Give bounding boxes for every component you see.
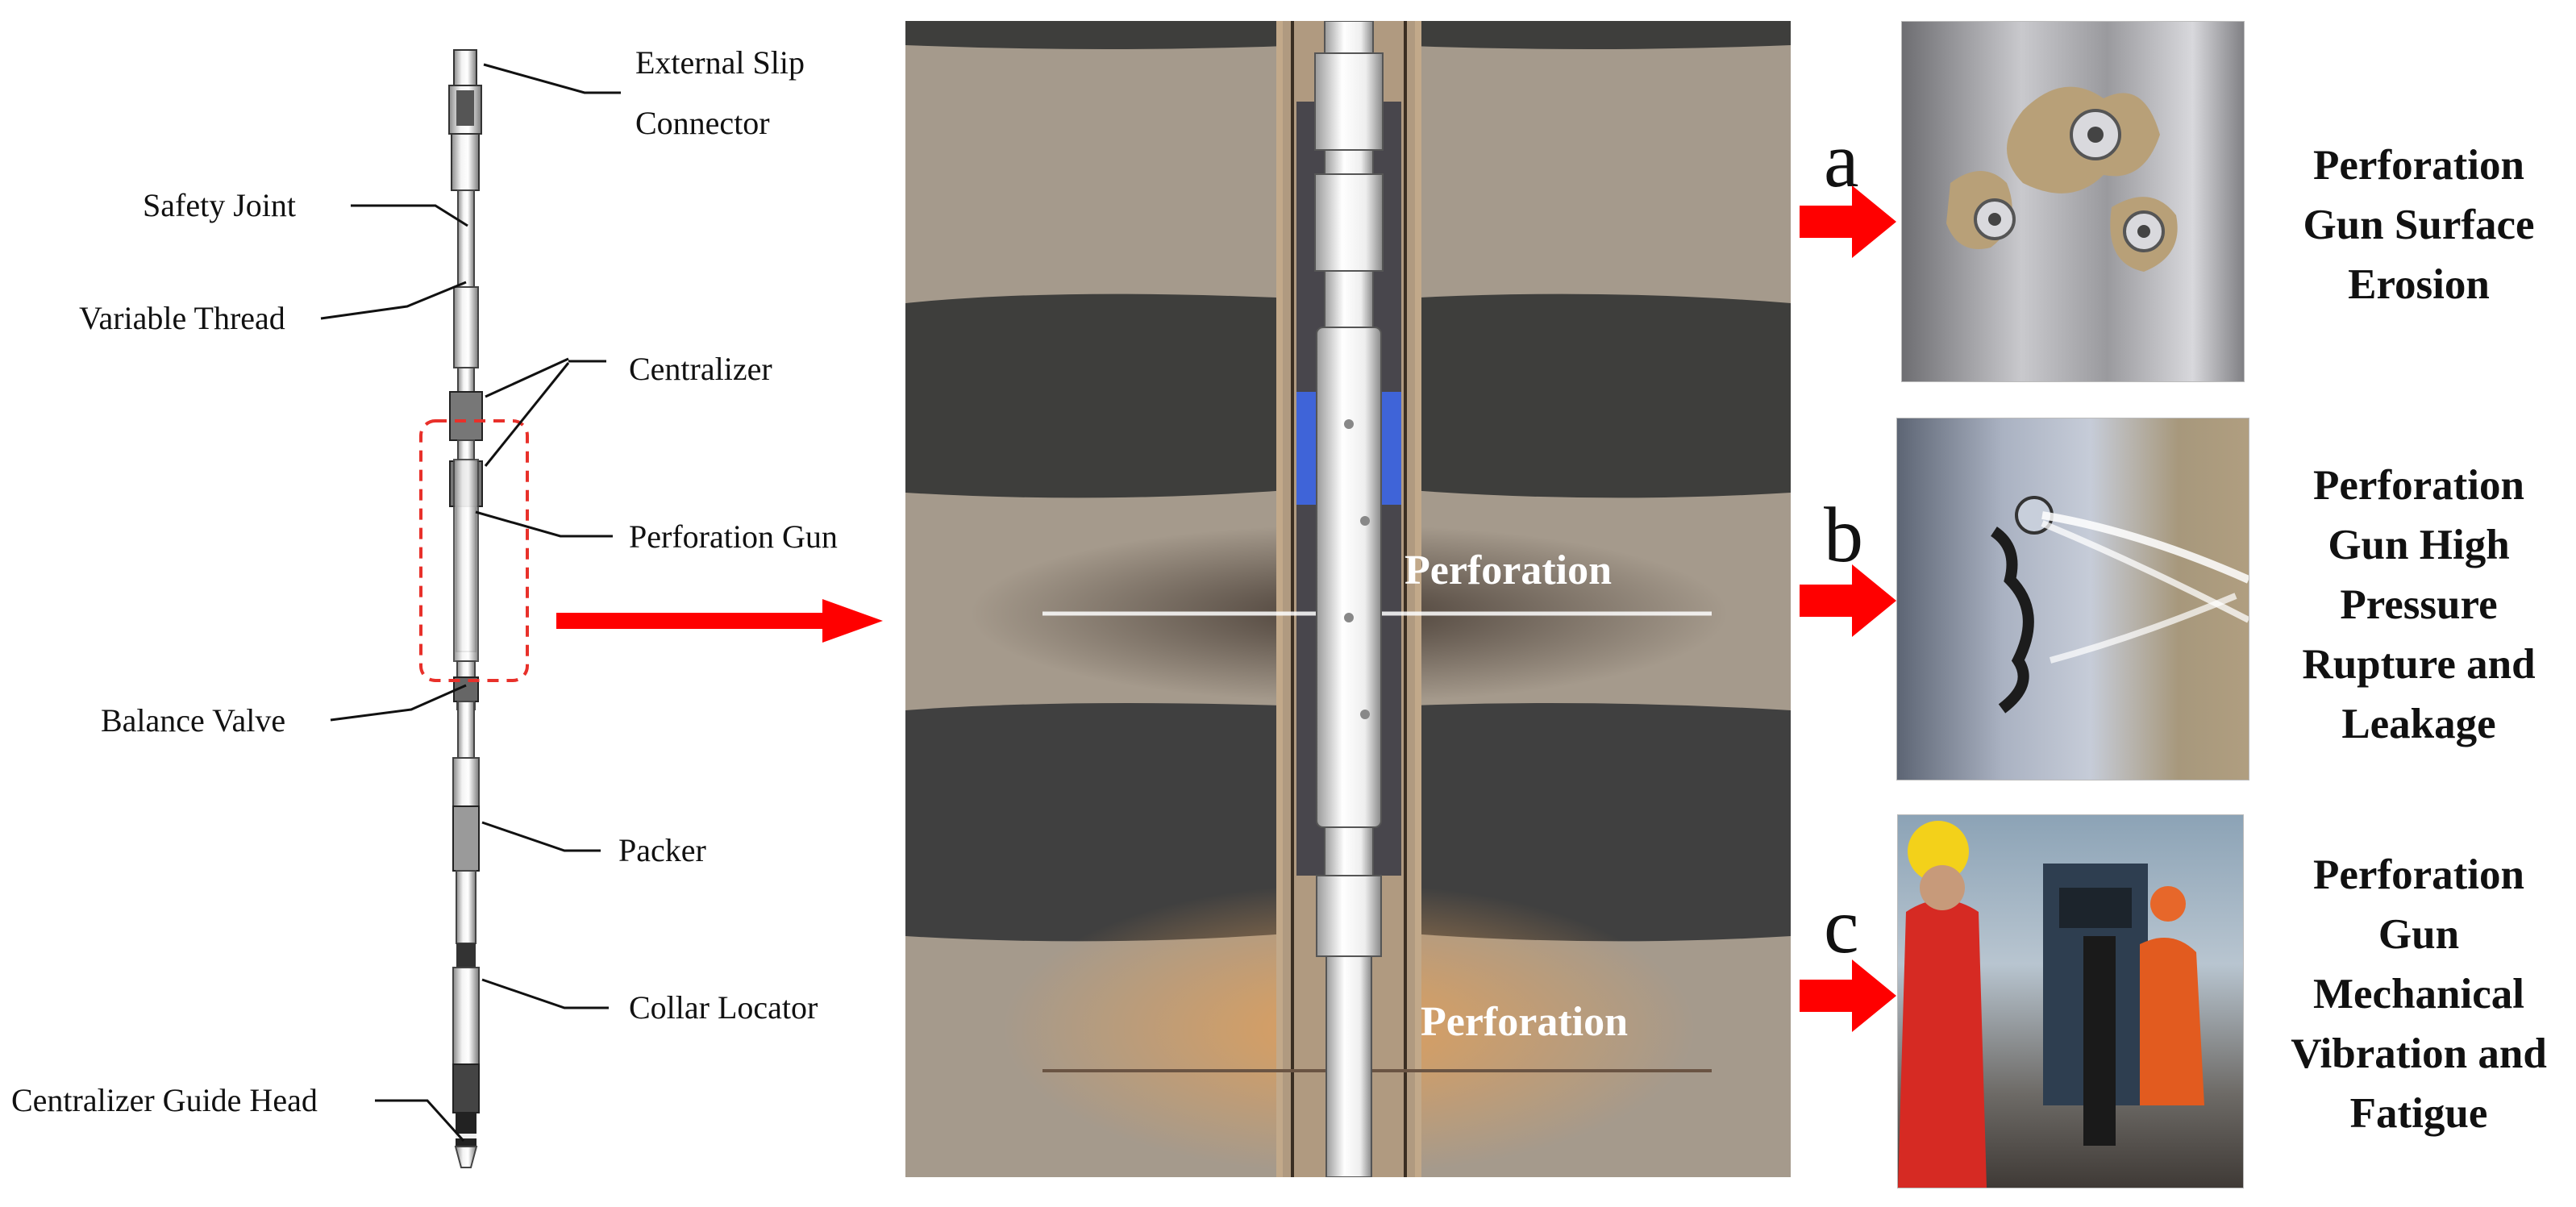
- leader-lines: [320, 63, 621, 1142]
- caption-b-line5: Leakage: [2341, 701, 2496, 747]
- caption-c-line1: Perforation: [2313, 851, 2524, 898]
- caption-c-line3: Mechanical: [2313, 971, 2524, 1018]
- arrow-to-wellbore: [556, 599, 883, 643]
- caption-c: Perforation Gun Mechanical Vibration and…: [2262, 845, 2576, 1143]
- caption-c-line5: Fatigue: [2349, 1090, 2488, 1137]
- caption-c-line2: Gun: [2378, 911, 2460, 958]
- label-centralizer-guide-head: Centralizer Guide Head: [11, 1082, 318, 1118]
- caption-a-line2: Gun Surface: [2303, 202, 2535, 248]
- label-external-slip-connector-2: Connector: [635, 105, 770, 141]
- arrow-a: [1800, 185, 1896, 258]
- label-perforation-gun: Perforation Gun: [629, 518, 838, 555]
- label-balance-valve: Balance Valve: [101, 702, 286, 739]
- perforation-label-lower: Perforation: [1421, 999, 1629, 1045]
- tool-string-schematic: [320, 49, 621, 1168]
- caption-c-line4: Vibration and: [2291, 1030, 2547, 1077]
- caption-a-line1: Perforation: [2313, 142, 2524, 189]
- wellbore-illustration: [905, 21, 1791, 1177]
- caption-b: Perforation Gun High Pressure Rupture an…: [2262, 456, 2576, 754]
- caption-b-line4: Rupture and: [2302, 641, 2536, 688]
- caption-a-line3: Erosion: [2348, 261, 2490, 308]
- arrow-c: [1800, 959, 1896, 1032]
- label-centralizer: Centralizer: [629, 351, 772, 387]
- failure-letter-c: c: [1824, 883, 1859, 970]
- caption-a: Perforation Gun Surface Erosion: [2262, 135, 2576, 314]
- photo-mechanical-vibration: [1897, 814, 2244, 1188]
- label-variable-thread: Variable Thread: [79, 300, 285, 336]
- arrow-b: [1800, 564, 1896, 637]
- label-safety-joint: Safety Joint: [143, 187, 296, 223]
- label-packer: Packer: [618, 832, 706, 868]
- photo-high-pressure-rupture: [1896, 418, 2249, 780]
- caption-b-line2: Gun High: [2328, 522, 2510, 568]
- caption-b-line1: Perforation: [2313, 462, 2524, 509]
- failure-letter-b: b: [1824, 492, 1863, 579]
- label-collar-locator: Collar Locator: [629, 989, 818, 1026]
- perforation-gun-highlight-box: [419, 419, 529, 682]
- perforation-label-upper: Perforation: [1405, 547, 1613, 593]
- label-external-slip-connector-1: External Slip: [635, 44, 805, 81]
- photo-surface-erosion: [1901, 21, 2245, 382]
- caption-b-line3: Pressure: [2340, 581, 2498, 628]
